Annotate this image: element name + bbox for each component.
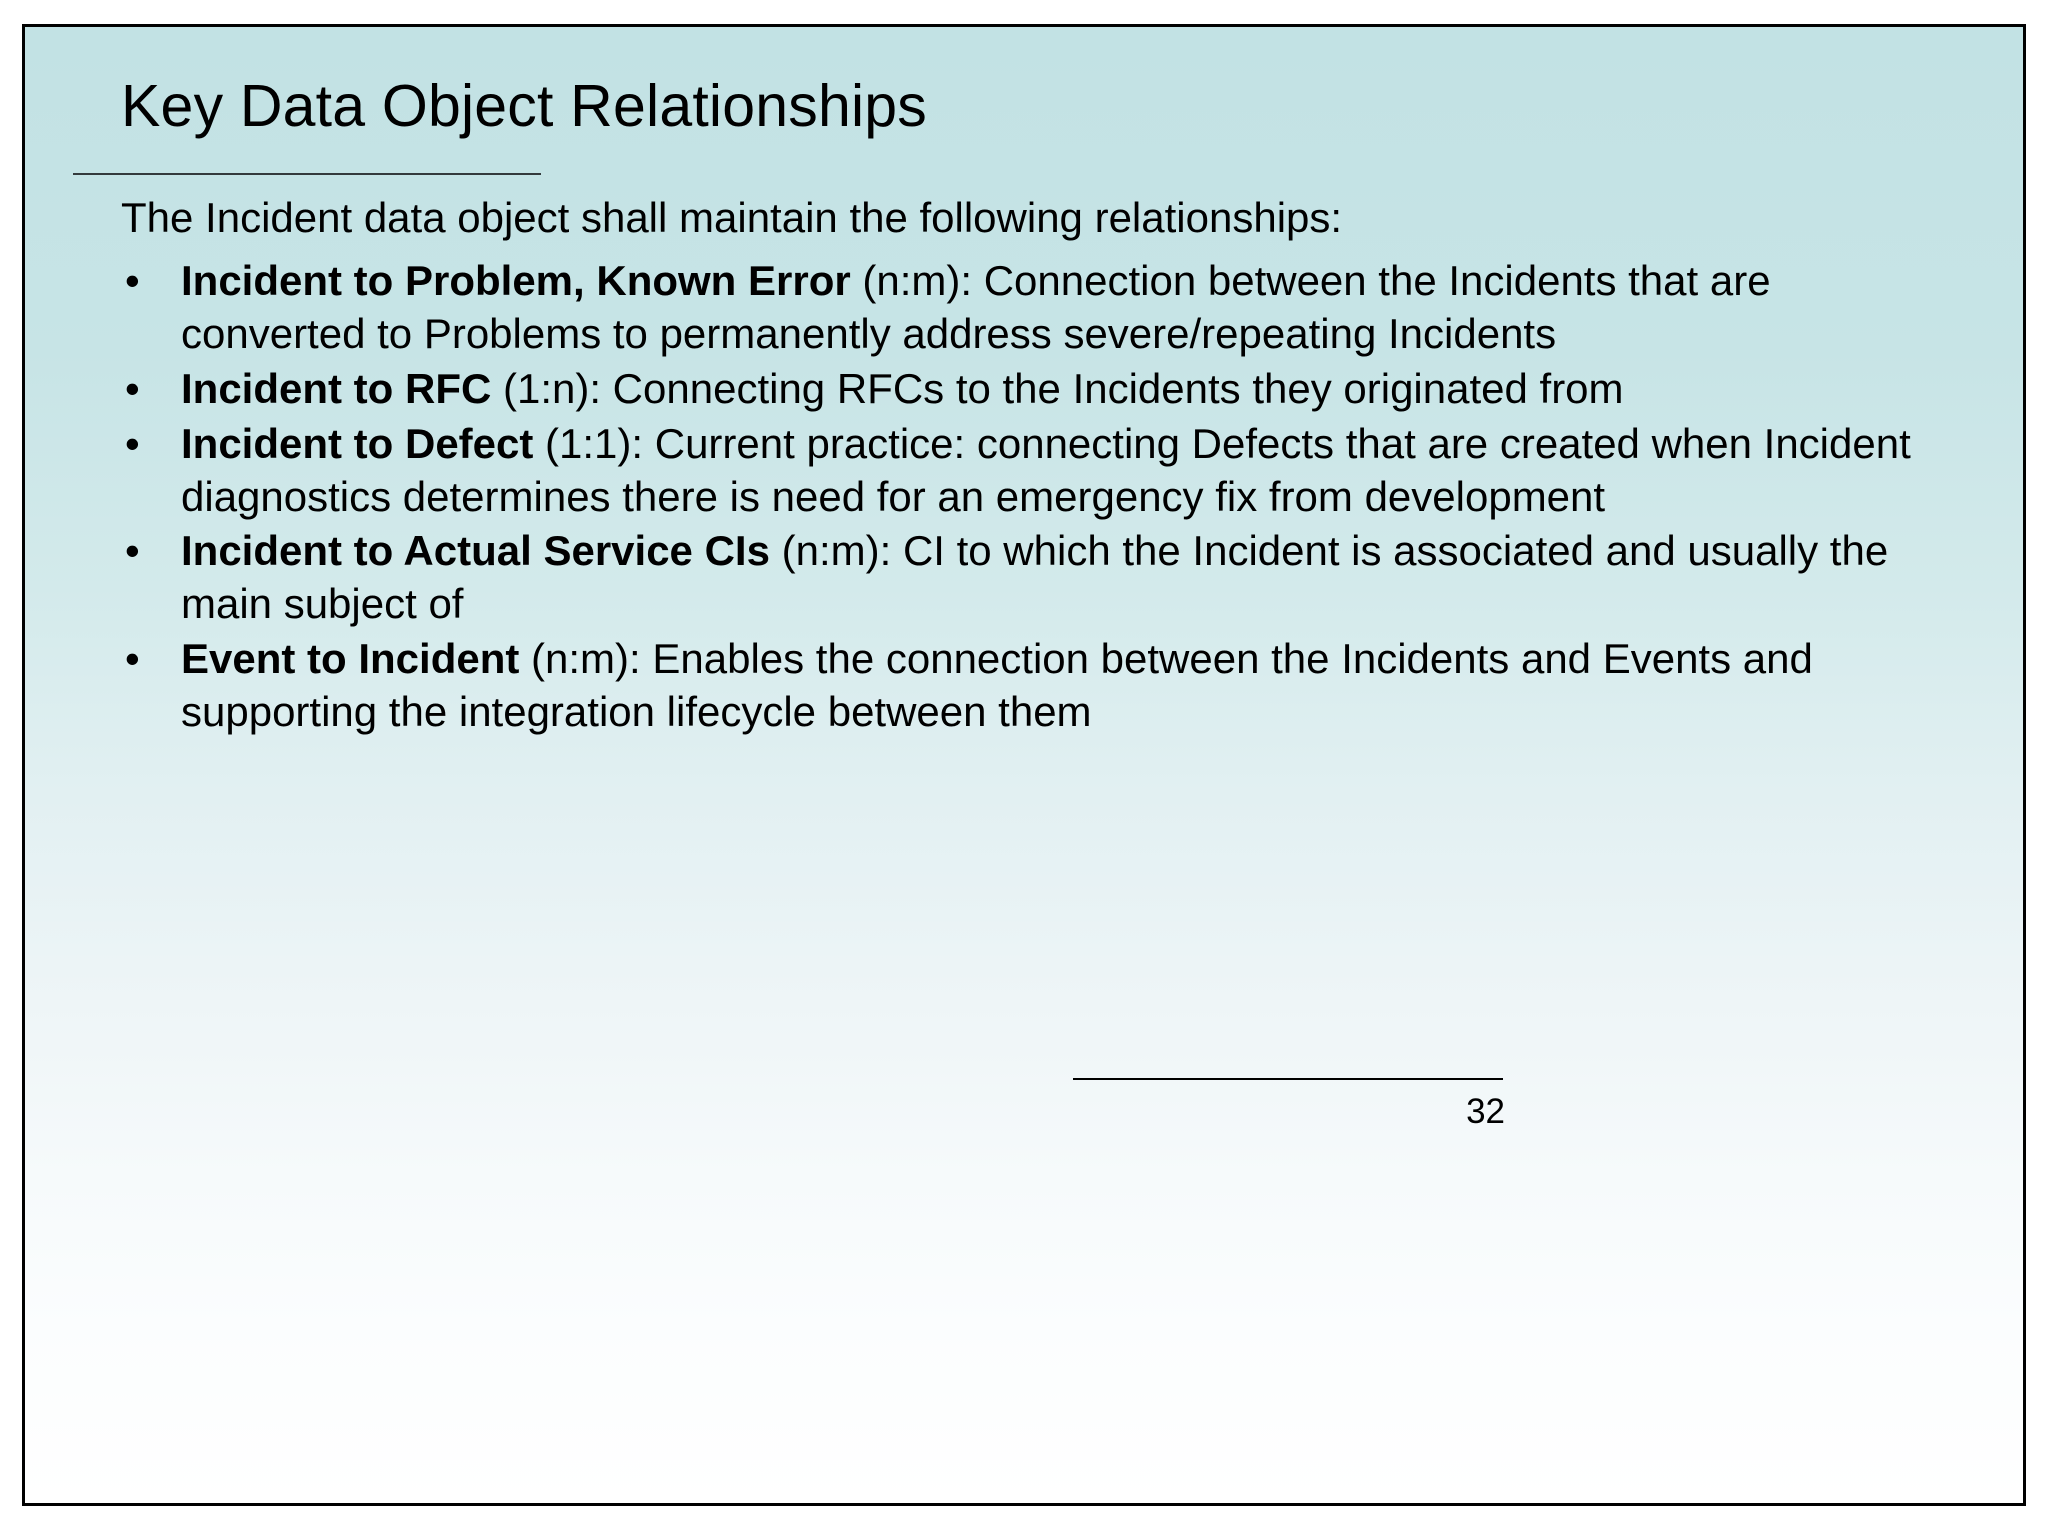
page-title: Key Data Object Relationships (121, 73, 927, 139)
bullet-body-text: (1:1): Current practice: connecting Defe… (181, 419, 1911, 520)
bullet-lead-label: Incident to Actual Service CIs (181, 527, 770, 575)
body-content: The Incident data object shall maintain … (121, 192, 1951, 741)
list-item: • Incident to RFC (1:n): Connecting RFCs… (121, 363, 1951, 416)
bullet-lead-label: Incident to Defect (181, 419, 534, 467)
list-item: • Event to Incident (n:m): Enables the c… (121, 633, 1951, 739)
list-item: • Incident to Actual Service CIs (n:m): … (121, 525, 1951, 631)
bullet-marker-icon: • (125, 364, 140, 412)
bullet-body-text: (1:n): Connecting RFCs to the Incidents … (491, 364, 1624, 412)
bullet-lead-label: Event to Incident (181, 635, 520, 683)
bullet-marker-icon: • (125, 635, 140, 683)
intro-paragraph: The Incident data object shall maintain … (121, 194, 1343, 241)
bullet-body-text: (n:m): CI to which the Incident is assoc… (181, 527, 1889, 628)
footer-divider (1073, 1078, 1503, 1080)
bullet-body-text: (n:m): Connection between the Incidents … (181, 256, 1771, 357)
relationship-bullet-list: • Incident to Problem, Known Error (n:m)… (121, 255, 1951, 739)
bullet-lead-label: Incident to RFC (181, 364, 492, 412)
list-item: • Incident to Problem, Known Error (n:m)… (121, 255, 1951, 361)
bullet-marker-icon: • (125, 419, 140, 467)
bullet-marker-icon: • (125, 256, 140, 304)
page-number: 32 (1466, 1092, 1505, 1131)
title-block: Key Data Object Relationships (73, 73, 1941, 175)
bullet-body-text: (n:m): Enables the connection between th… (181, 635, 1813, 736)
list-item: • Incident to Defect (1:1): Current prac… (121, 418, 1951, 524)
slide-canvas: Key Data Object Relationships The Incide… (22, 24, 2026, 1506)
bullet-marker-icon: • (125, 527, 140, 575)
bullet-lead-label: Incident to Problem, Known Error (181, 256, 851, 304)
title-underline-divider (73, 173, 541, 175)
